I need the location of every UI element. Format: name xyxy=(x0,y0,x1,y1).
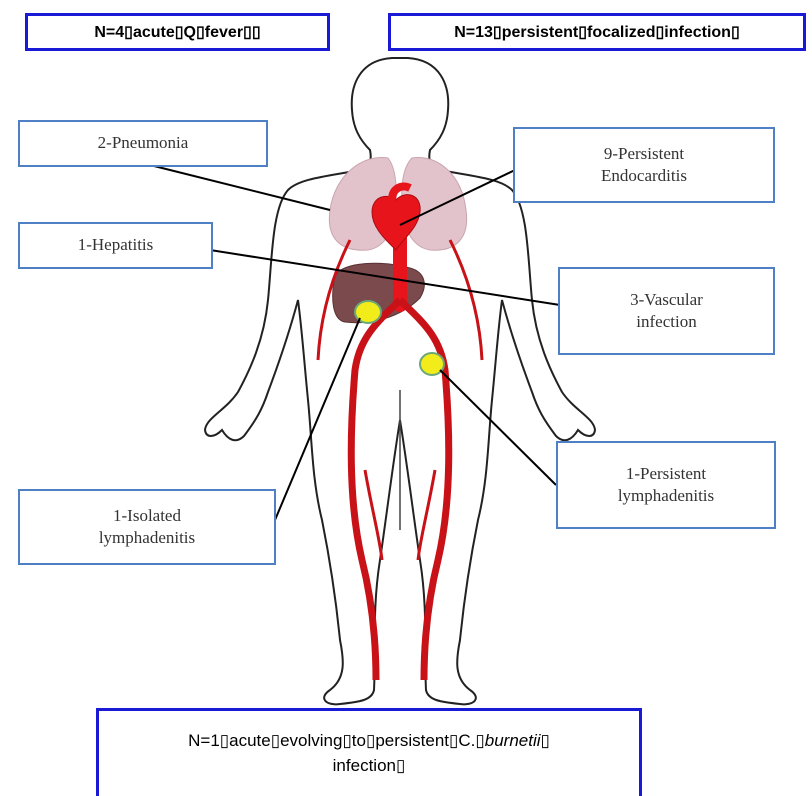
vascular-label-line1: 3-Vascular xyxy=(630,289,703,311)
persistent-infection-count: N=13▯persistent▯focalized▯infection▯ xyxy=(454,22,740,42)
right-arm-artery xyxy=(450,240,482,360)
pneumonia-leader xyxy=(150,165,330,210)
evolving-infection-count-box: N=1▯acute▯evolving▯to▯persistent▯C.▯burn… xyxy=(96,708,642,796)
vascular-infection-box: 3-Vascular infection xyxy=(558,267,775,355)
evolving-infection-line2: infection▯ xyxy=(333,754,406,779)
hepatitis-label: 1-Hepatitis xyxy=(78,234,154,256)
evolving-infection-suffix: ▯ xyxy=(541,731,550,750)
acute-q-fever-count-box: N=4▯acute▯Q▯fever▯▯ xyxy=(25,13,330,51)
hepatitis-box: 1-Hepatitis xyxy=(18,222,213,269)
evolving-infection-prefix: N=1▯acute▯evolving▯to▯persistent▯C.▯ xyxy=(188,731,485,750)
endocarditis-label-line2: Endocarditis xyxy=(601,165,687,187)
persistent-lymphadenitis-box: 1-Persistent lymphadenitis xyxy=(556,441,776,529)
persistent-lymph-leader xyxy=(440,370,556,485)
left-iliac-artery xyxy=(351,300,400,680)
left-branch xyxy=(365,470,382,560)
vascular-label-line2: infection xyxy=(636,311,696,333)
endocarditis-label-line1: 9-Persistent xyxy=(604,143,684,165)
isolated-label-line1: 1-Isolated xyxy=(113,505,181,527)
right-branch xyxy=(418,470,435,560)
persistent-lymph-label-line1: 1-Persistent xyxy=(626,463,706,485)
isolated-label-line2: lymphadenitis xyxy=(99,527,195,549)
isolated-lymphadenitis-box: 1-Isolated lymphadenitis xyxy=(18,489,276,565)
endocarditis-box: 9-Persistent Endocarditis xyxy=(513,127,775,203)
species-name: burnetii xyxy=(485,731,541,750)
acute-q-fever-count: N=4▯acute▯Q▯fever▯▯ xyxy=(94,22,260,42)
evolving-infection-line1: N=1▯acute▯evolving▯to▯persistent▯C.▯burn… xyxy=(188,729,550,754)
pneumonia-label: 2-Pneumonia xyxy=(98,132,189,154)
persistent-lymph-label-line2: lymphadenitis xyxy=(618,485,714,507)
persistent-infection-count-box: N=13▯persistent▯focalized▯infection▯ xyxy=(388,13,806,51)
pneumonia-box: 2-Pneumonia xyxy=(18,120,268,167)
